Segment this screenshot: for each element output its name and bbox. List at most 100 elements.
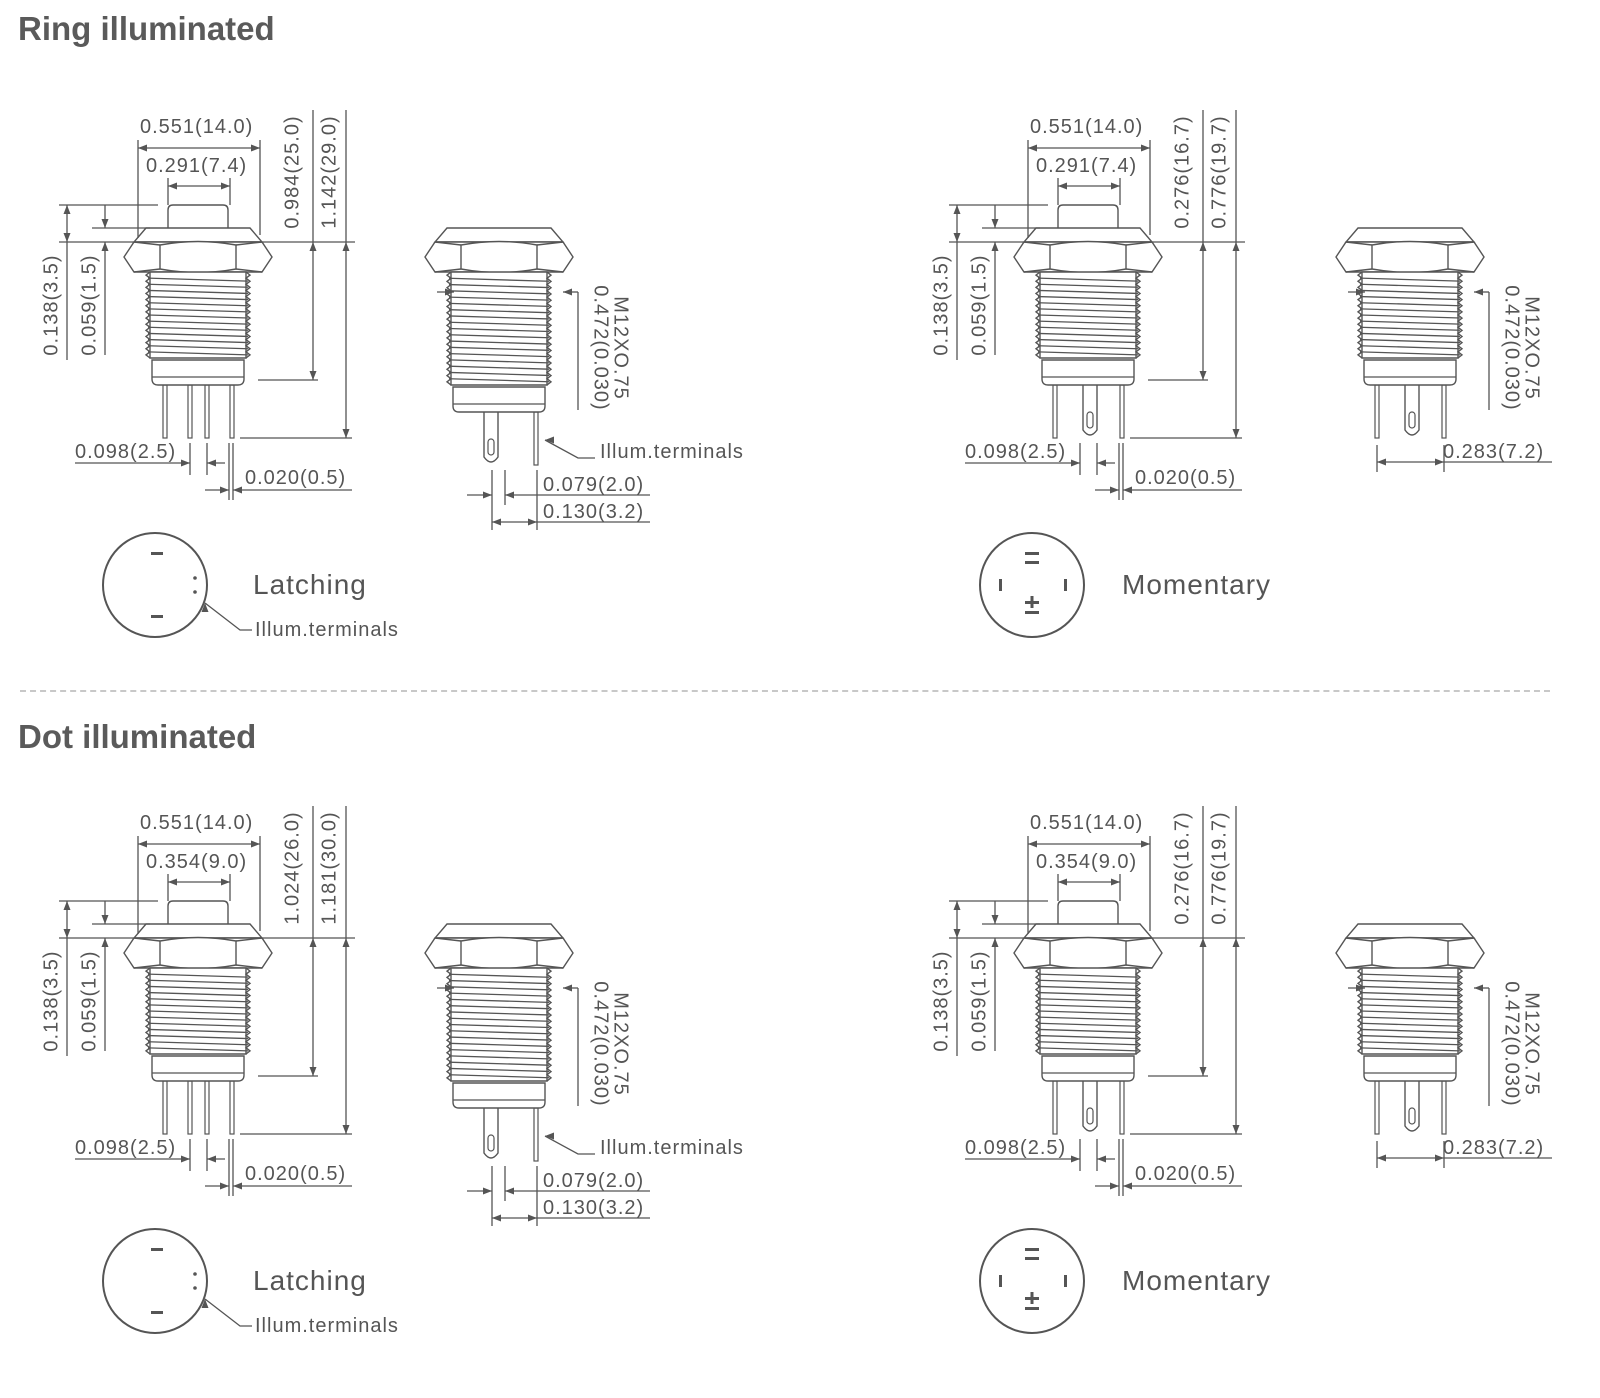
push-cap [167,900,229,924]
contact-mark [1025,552,1039,555]
illum-terminals-label: Illum.terminals [600,441,744,463]
arrow-head [1110,1182,1119,1190]
nut-edge [1023,937,1153,969]
arrow-head [563,984,572,992]
latching-symbol-circle [102,1228,208,1334]
dimension-line [1359,1016,1461,1021]
dimension-line [1037,326,1139,331]
nut-edge [434,241,564,273]
contact-mark [151,1311,163,1314]
dimension-line [1359,332,1461,338]
arrow-head [1356,984,1365,992]
dimension-label: M12XO.75 [610,992,632,1096]
dimension-line [448,371,550,377]
dimension-line [147,295,249,301]
arrow-head [1141,840,1150,848]
dimension-line [1037,295,1139,301]
dimension-line [1359,289,1461,295]
contact-mark [151,615,163,618]
nut-edge [133,241,263,273]
dimension-line [1359,308,1461,313]
contact-mark [999,579,1002,591]
dimension-line [1359,973,1461,978]
arrow-head [207,459,216,467]
dimension-label: 0.059(1.5) [968,254,990,355]
dimension-line [448,1042,550,1047]
contact-mark [1064,1275,1067,1287]
pin [1374,1080,1380,1135]
arrow-head [991,915,999,924]
arrow-head [63,205,71,214]
leader-line [204,1298,252,1327]
dimension-label: 0.079(2.0) [543,1170,644,1192]
dimension-line [448,1061,550,1066]
pin [1119,1080,1125,1135]
momentary-switch-drawing: 0.551(14.0)0.354(9.0)0.138(3.5)0.059(1.5… [930,806,1245,1196]
arrow-head [63,929,71,938]
dimension-line [147,302,249,307]
section-divider [20,690,1550,692]
arrow-head [342,429,350,438]
section-title-ring: Ring illuminated [18,10,275,47]
dimension-label: 0.551(14.0) [140,812,253,834]
dimension-line [448,378,550,383]
nut-face [159,240,237,274]
dimension-label: 0.283(7.2) [1443,441,1544,463]
bezel [433,923,565,939]
arrow-head [1028,840,1037,848]
dimension-label: 0.276(16.7) [1171,115,1193,228]
dimension-label: 0.098(2.5) [965,1137,1066,1159]
bezel [1022,227,1154,243]
arrow-head [233,486,242,494]
arrow-head [1071,1155,1080,1163]
dimension-line [448,340,550,345]
dimension-line [147,1028,249,1034]
dimension-line [1037,1047,1139,1052]
dimension-line [1359,345,1461,350]
push-cap [167,204,229,228]
dimension-line [448,973,550,978]
contact-mark [999,1275,1002,1287]
arrow-head [1199,938,1207,947]
push-cap [1057,900,1119,924]
dimension-line [448,998,550,1004]
dimension-line [1037,998,1139,1003]
dimension-line [1359,338,1461,344]
dimension-line [1037,1010,1139,1015]
pin [1052,1080,1058,1135]
dimension-line [1037,1022,1139,1027]
arrow-head [201,603,209,612]
illum-terminals-label: Illum.terminals [600,1137,744,1159]
dimension-line [448,979,550,985]
contact-mark [1064,579,1067,591]
dimension-line [1037,1016,1139,1021]
dimension-label: 0.551(14.0) [140,116,253,138]
dimension-line [147,985,249,991]
dimension-label: 0.130(3.2) [543,501,644,523]
arrow-head [1435,1154,1444,1162]
dimension-line [1037,277,1139,282]
arrow-head [1199,242,1207,251]
dimension-line [147,326,249,331]
arrow-head [181,459,190,467]
dimension-line [1037,985,1139,991]
pin [1119,384,1125,439]
momentary-symbol-circle [979,532,1085,638]
dimension-label: 0.283(7.2) [1443,1137,1544,1159]
arrow-head [483,1187,492,1195]
bezel [433,227,565,243]
contact-mark [1025,561,1039,564]
dimension-line [448,346,550,351]
arrow-head [309,242,317,251]
dimension-line [147,308,249,313]
dimension-line [448,290,550,295]
dimension-line [448,1017,550,1022]
dimension-line [1359,302,1461,307]
arrow-head [1435,458,1444,466]
arrow-head [505,491,514,499]
arrow-head [1141,144,1150,152]
dimension-line [448,365,550,370]
dimension-line [147,973,249,978]
dimension-line [1359,979,1461,984]
symbol-type-label: Momentary [1122,569,1271,600]
